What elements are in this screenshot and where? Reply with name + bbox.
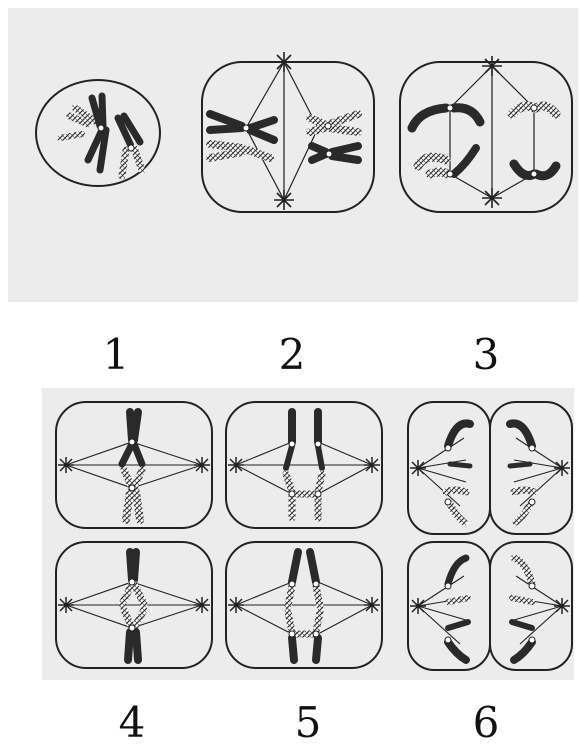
stage-2-cell (198, 48, 378, 218)
stage-label-2: 2 (262, 334, 322, 376)
stage-6-cells (404, 398, 576, 674)
stage-label-4: 4 (102, 702, 162, 744)
stage-4-upper-cell (56, 402, 212, 528)
stage-3-cell (396, 48, 576, 218)
stage-5-lower-cell (226, 542, 382, 668)
stage-5-upper-cell (226, 402, 382, 528)
stage-label-1: 1 (86, 334, 146, 376)
stage-6-lower-pair (408, 542, 572, 670)
stage-1-chromosomes (60, 96, 142, 176)
stage-6-upper-pair (408, 402, 572, 534)
stage-label-5: 5 (278, 702, 338, 744)
stage-1-cell (30, 78, 170, 190)
stage-4-cells (52, 398, 216, 672)
stage-4-lower-cell (56, 542, 212, 668)
stage-label-6: 6 (456, 702, 516, 744)
stage-label-3: 3 (456, 334, 516, 376)
stage-5-cells (222, 398, 386, 672)
